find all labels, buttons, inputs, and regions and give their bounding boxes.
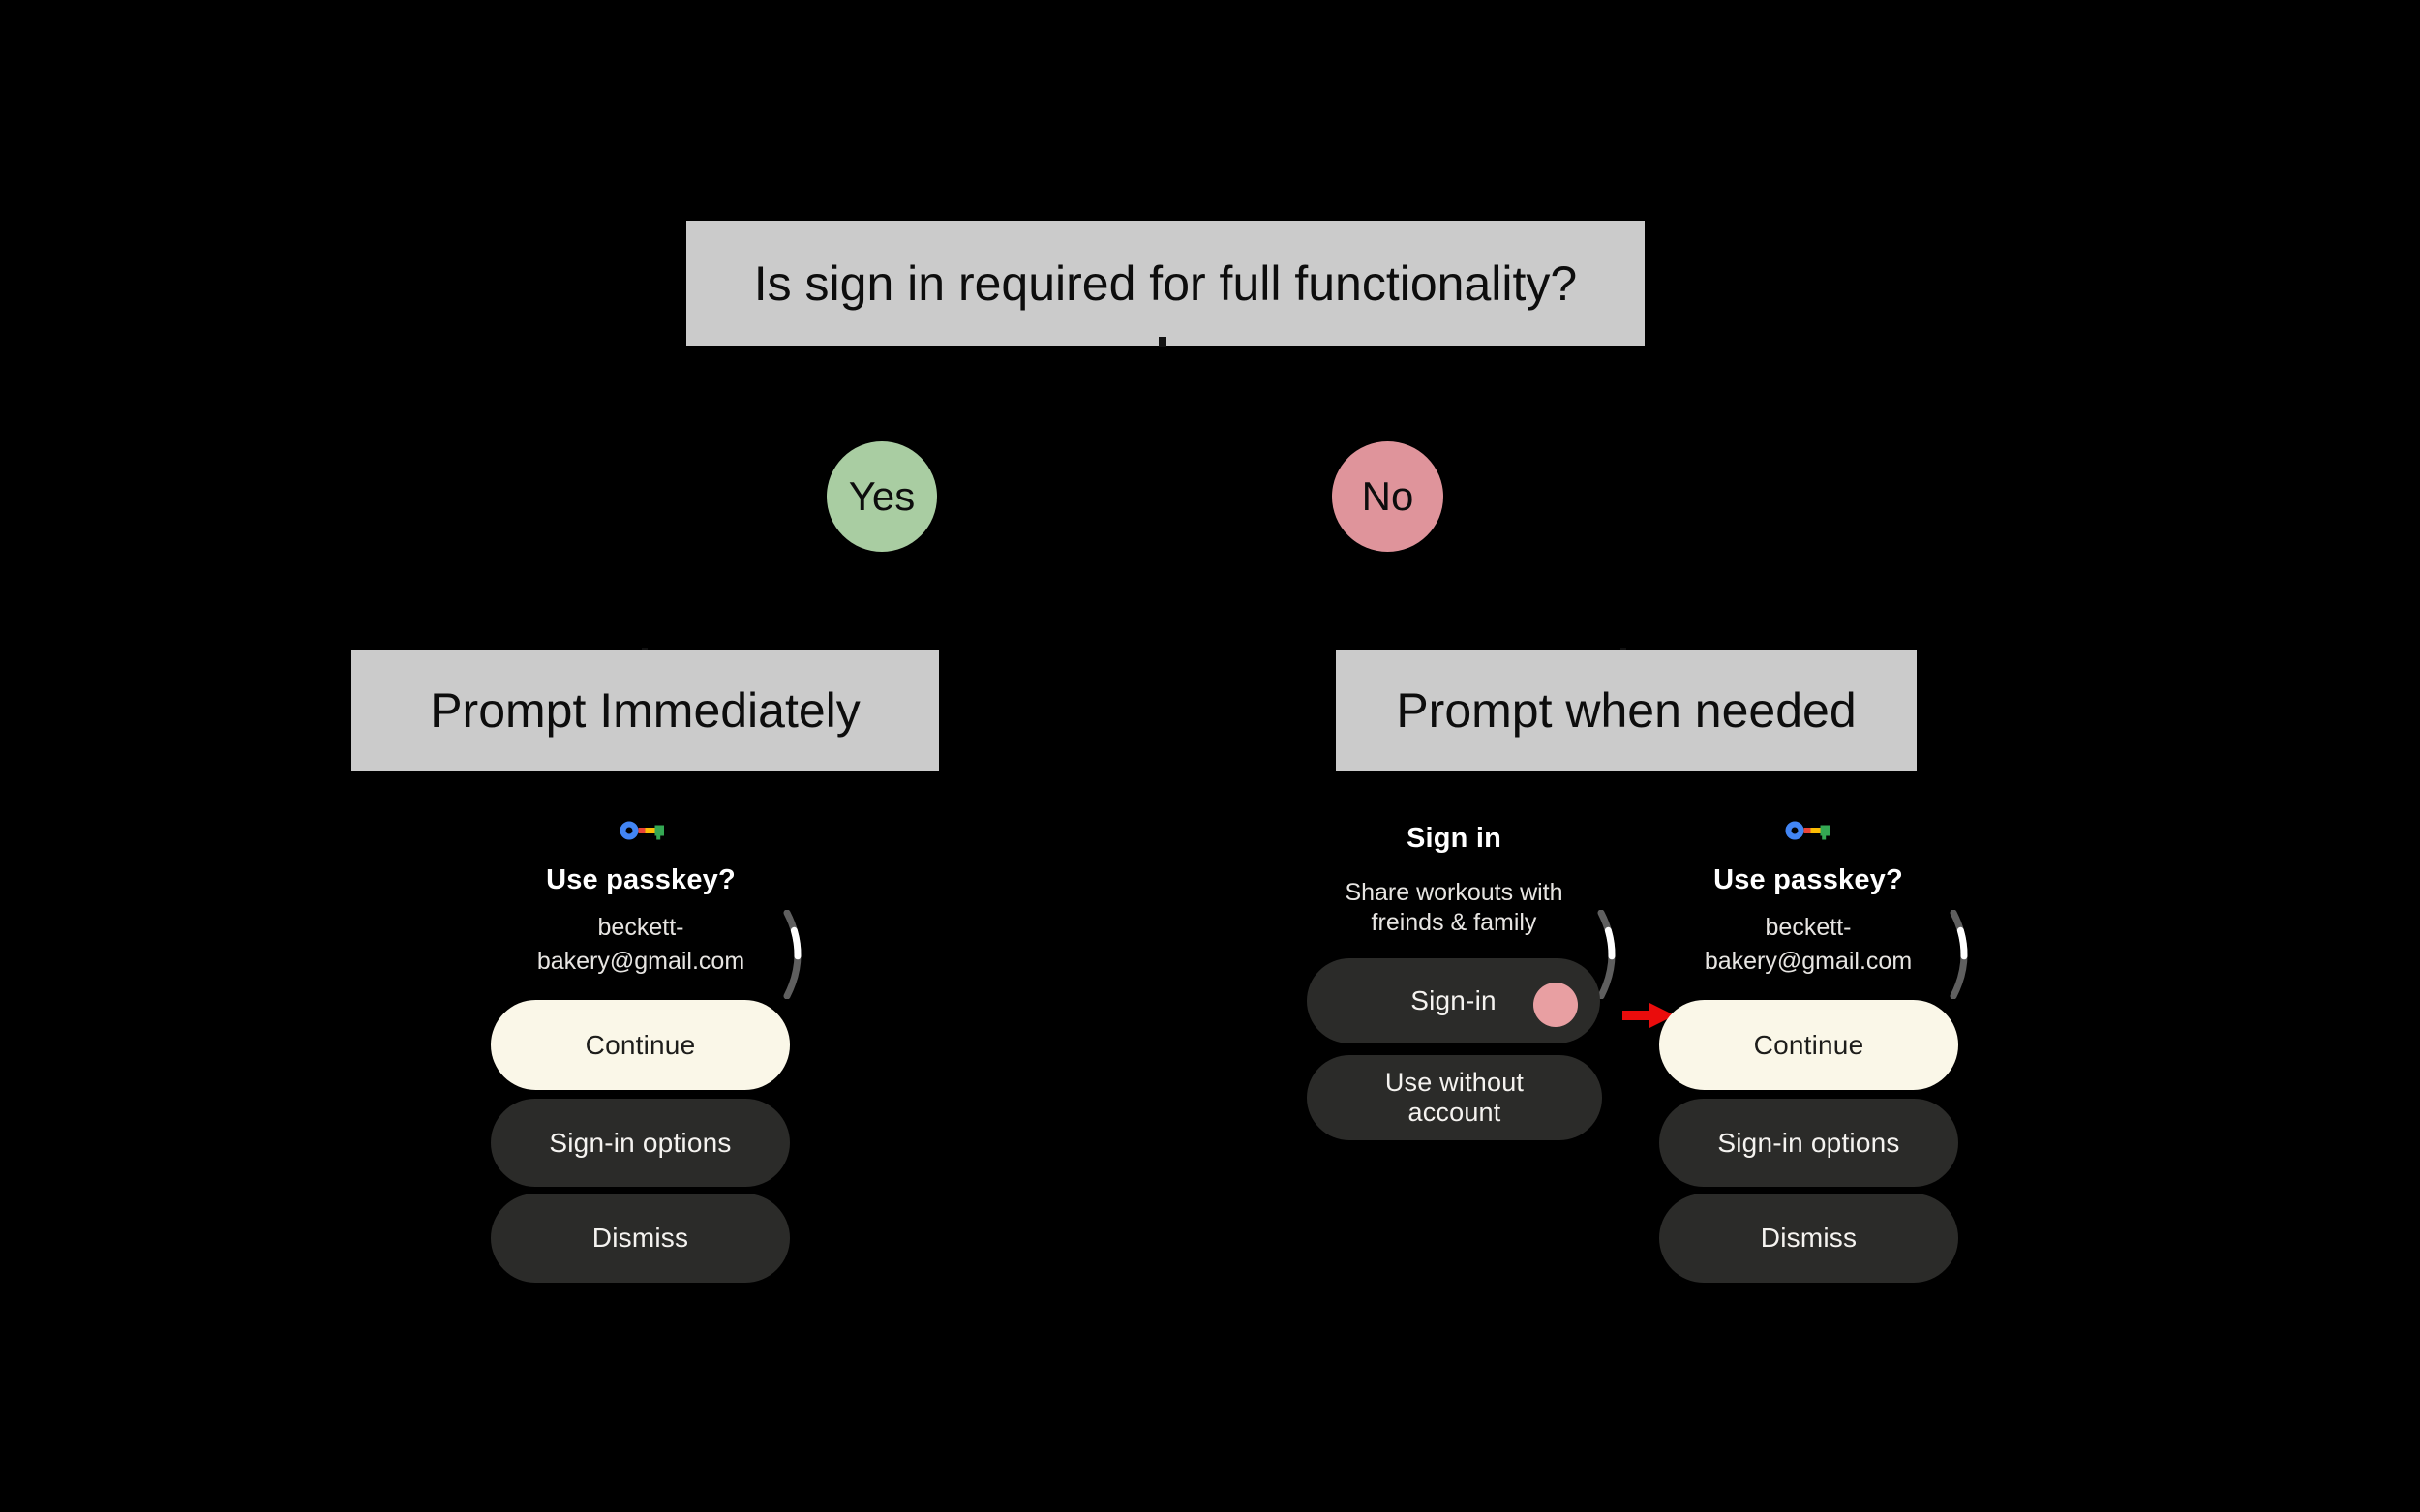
use-without-account-button[interactable]: Use without account bbox=[1307, 1055, 1602, 1140]
no-branch-circle: No bbox=[1332, 441, 1443, 552]
outcome-prompt-immediately-text: Prompt Immediately bbox=[430, 683, 861, 738]
signin-options-button-label: Sign-in options bbox=[1717, 1127, 1900, 1158]
no-label: No bbox=[1361, 473, 1414, 519]
signin-options-button[interactable]: Sign-in options bbox=[491, 1099, 790, 1187]
use-passkey-title: Use passkey? bbox=[1713, 864, 1903, 895]
yes-branch-circle: Yes bbox=[827, 441, 937, 552]
passkey-icon bbox=[620, 820, 666, 846]
signin-screen-title: Sign in bbox=[1406, 823, 1502, 854]
decision-question-text: Is sign in required for full functionali… bbox=[753, 256, 1578, 311]
account-email: beckett- bakery@gmail.com bbox=[1704, 914, 1913, 975]
continue-button[interactable]: Continue bbox=[1659, 1000, 1958, 1090]
decision-question-box: Is sign in required for full functionali… bbox=[686, 221, 1645, 346]
outcome-prompt-immediately-box: Prompt Immediately bbox=[351, 650, 939, 771]
signin-screen-subtitle: Share workouts with freinds & family bbox=[1345, 879, 1563, 936]
yes-label: Yes bbox=[848, 473, 916, 519]
dismiss-button-label: Dismiss bbox=[591, 1223, 689, 1253]
account-email: beckett- bakery@gmail.com bbox=[536, 914, 745, 975]
use-passkey-title: Use passkey? bbox=[546, 864, 736, 895]
continue-button-label: Continue bbox=[1753, 1029, 1864, 1060]
dismiss-button[interactable]: Dismiss bbox=[491, 1194, 790, 1283]
outcome-prompt-when-needed-box: Prompt when needed bbox=[1336, 650, 1917, 771]
continue-button[interactable]: Continue bbox=[491, 1000, 790, 1090]
tap-indicator-circle bbox=[1533, 983, 1578, 1027]
scroll-indicator-arc[interactable] bbox=[1597, 909, 1618, 1004]
signin-button-label: Sign-in bbox=[1410, 985, 1497, 1015]
signin-options-button[interactable]: Sign-in options bbox=[1659, 1099, 1958, 1187]
dismiss-button-label: Dismiss bbox=[1760, 1223, 1858, 1253]
continue-button-label: Continue bbox=[585, 1029, 696, 1060]
scroll-indicator-arc[interactable] bbox=[1950, 909, 1971, 1004]
use-without-account-label: Use without account bbox=[1384, 1068, 1525, 1127]
outcome-prompt-when-needed-text: Prompt when needed bbox=[1396, 683, 1857, 738]
passkey-icon bbox=[1785, 820, 1831, 846]
dismiss-button[interactable]: Dismiss bbox=[1659, 1194, 1958, 1283]
scroll-indicator-arc[interactable] bbox=[783, 909, 804, 1004]
signin-options-button-label: Sign-in options bbox=[549, 1127, 732, 1158]
connector-stub bbox=[1159, 337, 1166, 347]
red-arrow-icon bbox=[1622, 1003, 1675, 1033]
